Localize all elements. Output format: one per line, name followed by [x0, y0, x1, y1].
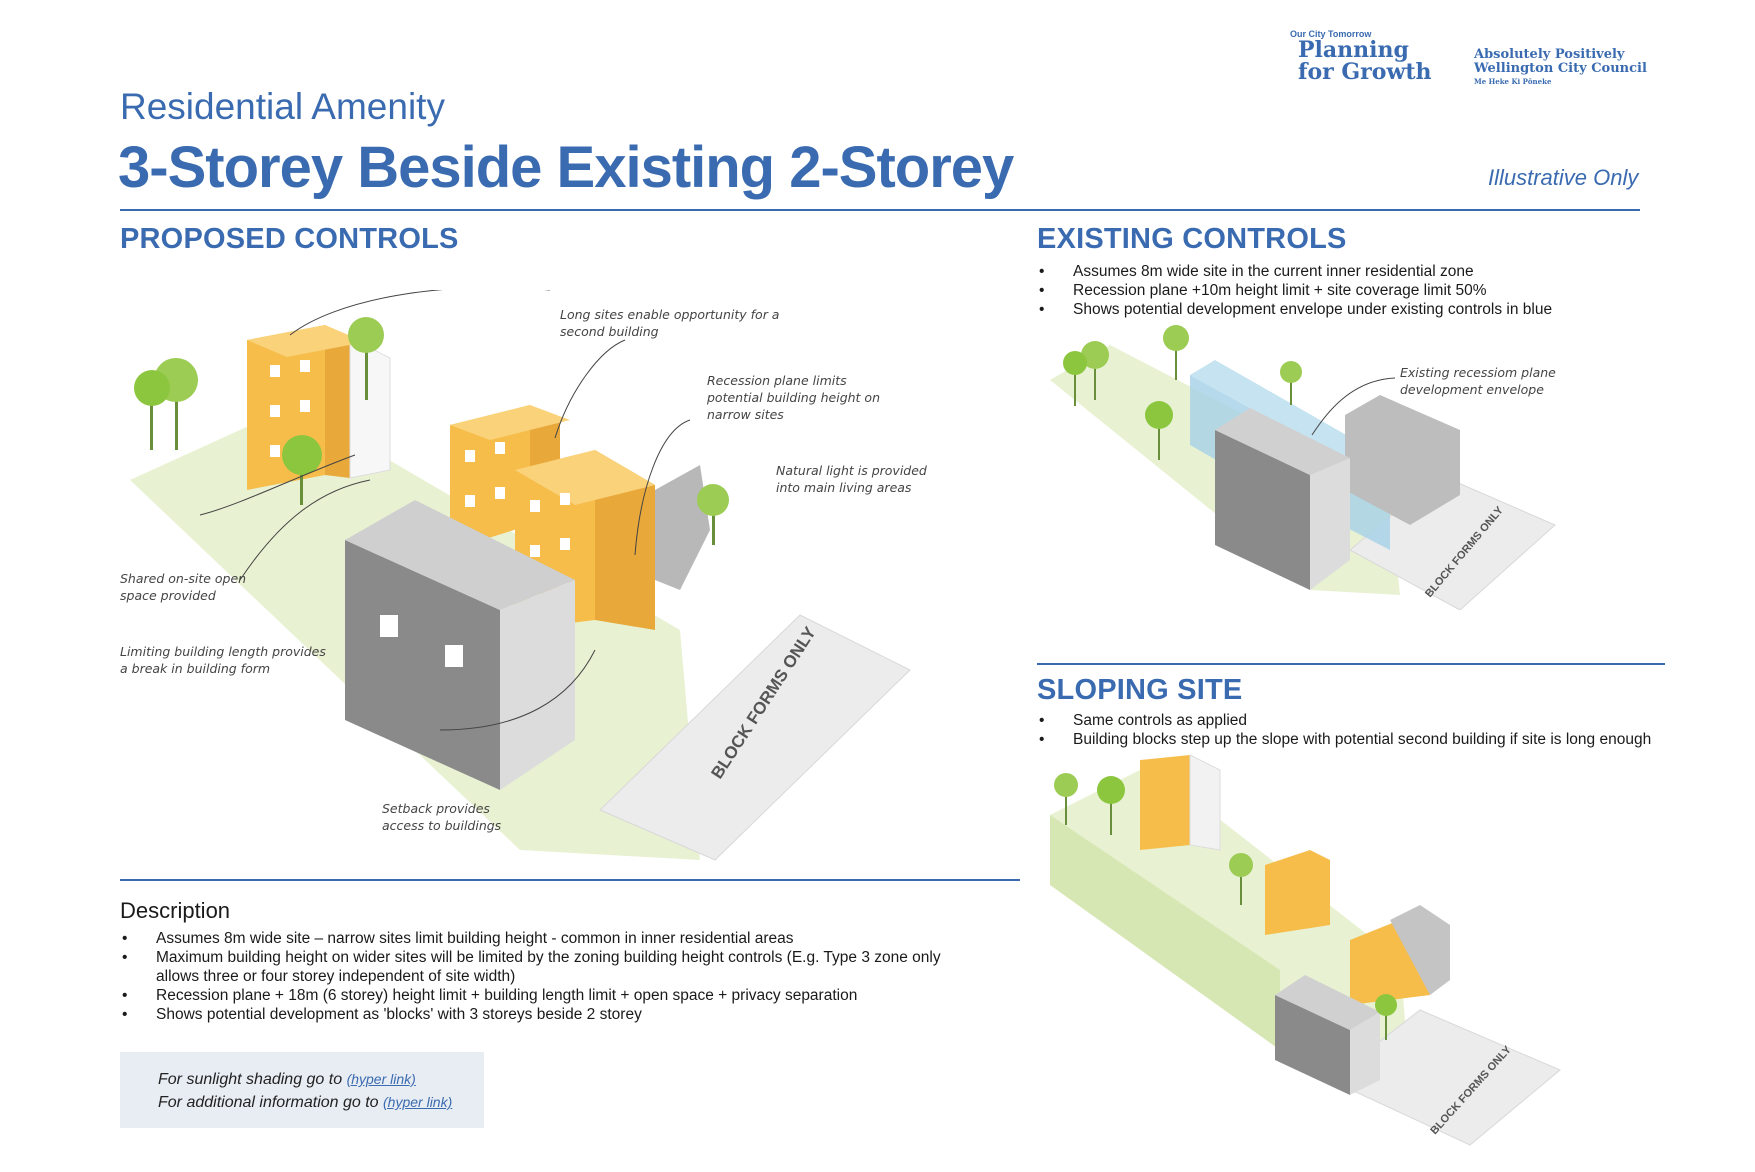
existing-house-roof: [345, 500, 575, 610]
existing-house-front: [1350, 1012, 1380, 1095]
info-link-prefix: For additional information go to: [158, 1094, 384, 1111]
list-item: Same controls as applied: [1037, 711, 1697, 730]
rear-building-side: [325, 325, 350, 478]
list-item: Assumes 8m wide site – narrow sites limi…: [120, 929, 980, 948]
tree-icon: [348, 317, 384, 400]
road: [1329, 1009, 1561, 1146]
annotation-arrow: [289, 290, 550, 336]
illustrative-note: Illustrative Only: [1488, 165, 1639, 190]
info-hyperlink[interactable]: (hyper link): [383, 1094, 453, 1110]
sunlight-link-line: For sunlight shading go to (hyper link): [158, 1068, 484, 1091]
tree-icon: [154, 358, 198, 450]
existing-heading: EXISTING CONTROLS: [1037, 223, 1347, 255]
list-item: Maximum building height on wider sites w…: [120, 948, 980, 986]
annotation-arrow: [199, 454, 356, 516]
tree-icon: [697, 484, 729, 545]
planning-for-growth-logo: Our City Tomorrow Planning for Growth: [1290, 29, 1432, 85]
proposed-illustration: BLOCK FORMS ONLY: [130, 290, 911, 861]
tree-icon: [1280, 361, 1302, 405]
sloping-heading: SLOPING SITE: [1037, 674, 1243, 706]
links-box: For sunlight shading go to (hyper link) …: [120, 1052, 484, 1128]
sloping-bullets: Same controls as applied Building blocks…: [1037, 711, 1697, 749]
neighbour-house-rear: [655, 465, 710, 590]
annotation-arrow: [439, 649, 596, 731]
annotation-shared-space: Shared on-site open space provided: [120, 571, 247, 603]
existing-house-side: [345, 540, 500, 790]
annotation-arrow: [1311, 377, 1396, 436]
rear-building-roof: [247, 325, 365, 357]
logo-line1: Planning: [1298, 37, 1409, 63]
existing-house-front: [500, 580, 575, 790]
house-window: [380, 615, 398, 637]
description-heading: Description: [120, 898, 231, 923]
existing-house-side: [1275, 995, 1350, 1095]
tree-icon: [1097, 776, 1125, 835]
annotation-natural-light: Natural light is provided into main livi…: [776, 463, 927, 495]
site-slope-face: [1050, 815, 1280, 1050]
proposed-heading: PROPOSED CONTROLS: [120, 223, 459, 255]
header-rule: [120, 209, 1640, 211]
tree-icon: [1163, 325, 1189, 380]
council-line3: Me Heke Ki Pōneke: [1474, 77, 1552, 86]
annotation-existing-envelope: Existing recessiom plane development env…: [1400, 365, 1556, 397]
annotation-arrow: [554, 339, 626, 439]
existing-house-roof: [1275, 975, 1380, 1030]
wellington-council-logo: Absolutely Positively Wellington City Co…: [1474, 48, 1647, 88]
neighbour-house: [1345, 395, 1460, 525]
sunlight-link-prefix: For sunlight shading go to: [158, 1071, 347, 1088]
middle-building: [1265, 850, 1330, 935]
middle-building-front: [450, 405, 530, 550]
house-window: [445, 645, 463, 667]
page-subtitle: Residential Amenity: [120, 86, 445, 127]
existing-house-roof: [1215, 408, 1350, 475]
annotation-building-length: Limiting building length provides a brea…: [120, 644, 326, 676]
description-bullets: Assumes 8m wide site – narrow sites limi…: [120, 929, 980, 1024]
tree-icon: [134, 370, 170, 450]
list-item: Assumes 8m wide site in the current inne…: [1037, 262, 1687, 281]
annotation-arrow: [239, 479, 371, 581]
annotation-arrow: [634, 419, 691, 556]
logo-small-text: Our City Tomorrow: [1290, 29, 1372, 39]
tree-icon: [1063, 351, 1087, 406]
list-item: Shows potential development as 'blocks' …: [120, 1005, 980, 1024]
annotation-setback: Setback provides access to buildings: [382, 801, 502, 833]
sunlight-hyperlink[interactable]: (hyper link): [346, 1071, 416, 1087]
sloping-rule: [1037, 663, 1665, 665]
existing-illustration: BLOCK FORMS ONLY: [1050, 325, 1556, 610]
annotation-long-sites: Long sites enable opportunity for a seco…: [560, 307, 780, 339]
upper-building: [1140, 755, 1190, 850]
tree-icon: [1054, 773, 1078, 825]
description-rule: [120, 879, 1020, 881]
annotation-recession: Recession plane limits potential buildin…: [707, 373, 881, 422]
upper-building-balcony: [1189, 754, 1221, 851]
tree-icon: [1229, 853, 1253, 905]
tree-icon: [282, 435, 322, 505]
list-item: Shows potential development envelope und…: [1037, 300, 1687, 319]
neighbour-house: [1390, 905, 1450, 995]
road: [599, 614, 911, 861]
council-line2: Wellington City Council: [1474, 61, 1647, 76]
logo-line2: for Growth: [1298, 59, 1432, 85]
tree-icon: [1145, 401, 1173, 460]
info-link-line: For additional information go to (hyper …: [158, 1091, 484, 1114]
existing-house-side: [1215, 430, 1310, 590]
rear-building-balcony: [349, 337, 391, 479]
existing-house-front: [1310, 458, 1350, 590]
sloping-illustration: BLOCK FORMS ONLY: [1050, 754, 1561, 1146]
tree-icon: [1081, 341, 1109, 400]
list-item: Building blocks step up the slope with p…: [1037, 730, 1697, 749]
front-building-roof: [515, 450, 655, 505]
page-title: 3-Storey Beside Existing 2-Storey: [118, 135, 1014, 200]
council-line1: Absolutely Positively: [1474, 47, 1625, 62]
list-item: Recession plane + 18m (6 storey) height …: [120, 986, 980, 1005]
middle-building-roof: [450, 405, 570, 440]
tree-icon: [1375, 994, 1397, 1040]
existing-bullets: Assumes 8m wide site in the current inne…: [1037, 262, 1687, 319]
list-item: Recession plane +10m height limit + site…: [1037, 281, 1687, 300]
